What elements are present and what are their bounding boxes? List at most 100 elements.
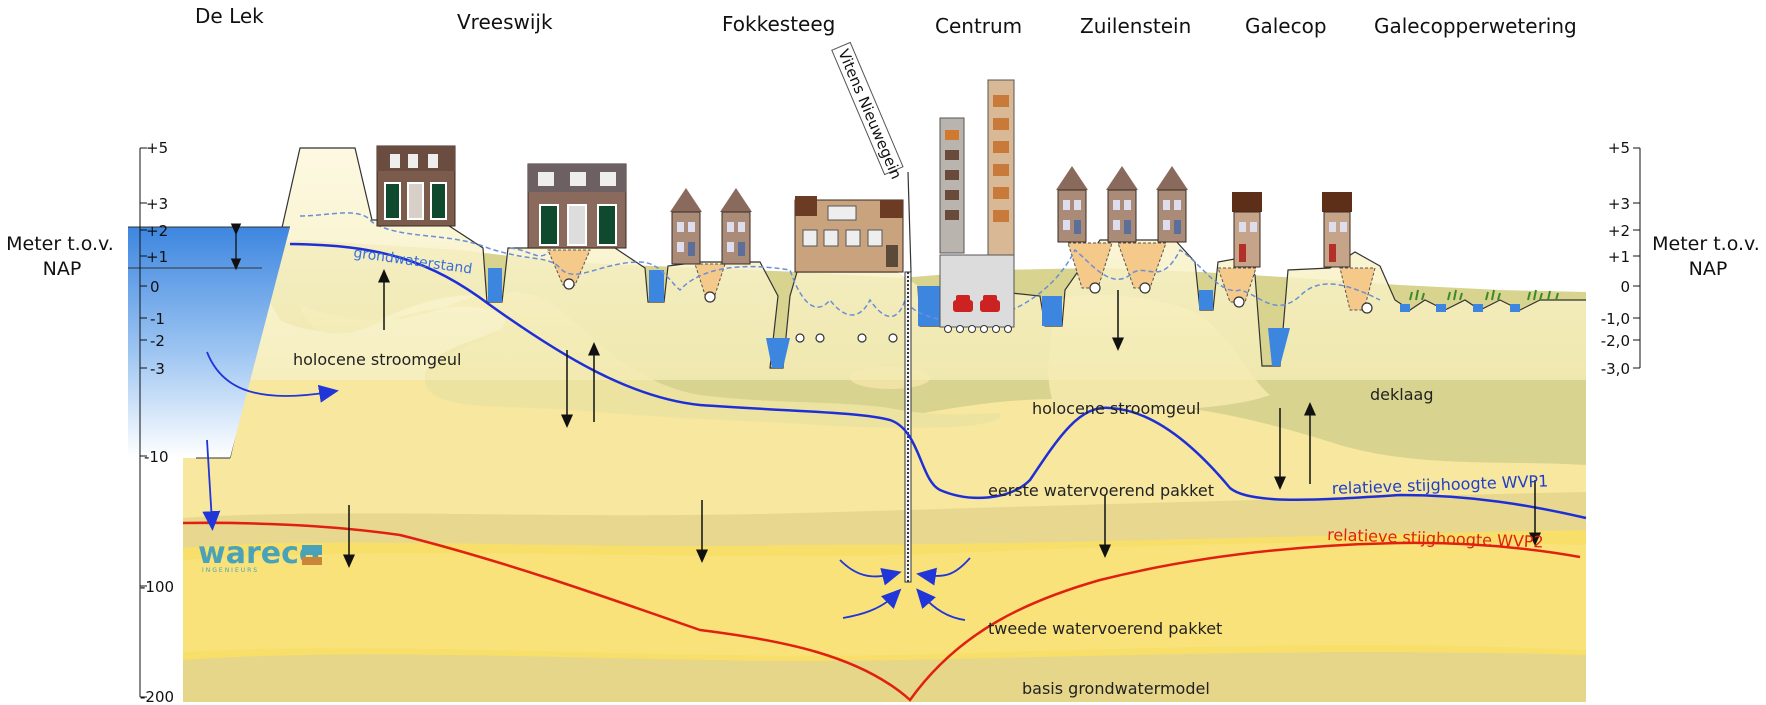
- blue-flow-arrows: [202, 351, 971, 621]
- flow-arrows: [343, 269, 1541, 568]
- groundwater-dashed-line: [299, 212, 1381, 325]
- drainage: [547, 242, 1376, 311]
- svg-text:Vitens Nieuwegein: Vitens Nieuwegein: [834, 47, 905, 182]
- ditch: [1199, 290, 1213, 310]
- label-holocene-left: holocene stroomgeul: [293, 350, 461, 369]
- right-axis-title-line1: Meter t.o.v.: [1652, 233, 1760, 255]
- wvp2-line: [182, 521, 1581, 702]
- place-galecopperwetering: Galecopperwetering: [1374, 14, 1577, 38]
- place-vreeswijk: Vreeswijk: [457, 10, 553, 34]
- left-tick-label: +2: [146, 222, 168, 240]
- house-zuilenstein-1: [1056, 166, 1088, 243]
- left-tick-label: -3: [150, 360, 165, 378]
- place-fokkesteeg: Fokkesteeg: [722, 12, 835, 36]
- label-holocene-right: holocene stroomgeul: [1032, 399, 1200, 418]
- ditch: [1510, 304, 1520, 312]
- right-tick-label: +5: [1608, 139, 1630, 157]
- house-zuilenstein-2: [1106, 166, 1138, 243]
- drain-pipe: [888, 333, 898, 343]
- logo-subtext: INGENIEURS: [202, 567, 259, 574]
- right-tick-label: +2: [1608, 222, 1630, 240]
- ditch: [766, 338, 790, 368]
- right-tick-label: -3,0: [1601, 360, 1630, 378]
- drain-trench: [547, 249, 591, 286]
- left-tick-label: -2: [150, 332, 165, 350]
- place-de-lek: De Lek: [195, 4, 264, 28]
- house-fokkesteeg-1: [670, 188, 702, 265]
- grass: [1409, 289, 1559, 301]
- right-tick-label: 0: [1620, 278, 1630, 296]
- river-water: [128, 227, 290, 458]
- left-tick-label: +1: [146, 248, 168, 266]
- label-deklaag: deklaag: [1370, 385, 1433, 404]
- drain-pipe: [815, 333, 825, 343]
- right-tick-label: +3: [1608, 195, 1630, 213]
- drain-pipe: [857, 333, 867, 343]
- left-tick-label: -200: [140, 688, 174, 705]
- right-axis-title-line2: NAP: [1689, 258, 1728, 280]
- logo-text: wareco: [198, 536, 320, 571]
- ditch: [1436, 304, 1446, 312]
- drain-pipes: [563, 278, 1373, 343]
- ditch: [1042, 296, 1062, 326]
- ditch: [918, 286, 940, 326]
- tower-centrum-2: [987, 79, 1015, 256]
- houses: [376, 79, 1559, 333]
- left-axis-title-line1: Meter t.o.v.: [6, 233, 114, 255]
- house-zuilenstein-3: [1156, 166, 1188, 243]
- drain-pipe: [1139, 282, 1151, 294]
- label-basis: basis grondwatermodel: [1022, 679, 1210, 698]
- left-tick-label: 0: [150, 278, 160, 296]
- left-tick-label: -10: [144, 448, 169, 466]
- right-axis: +5 +3 +2 +1 0 -1,0 -2,0 -3,0 Meter t.o.v…: [1601, 139, 1760, 378]
- ditch: [1268, 328, 1290, 366]
- house-galecop-2: [1322, 192, 1352, 268]
- basis-band: [183, 652, 1586, 702]
- label-tweede-wvp: tweede watervoerend pakket: [988, 619, 1222, 638]
- house-galecop-1: [1232, 192, 1262, 268]
- drain-pipe: [795, 333, 805, 343]
- place-galecop: Galecop: [1245, 14, 1327, 38]
- tweede-wvp-layer: [183, 542, 1586, 656]
- groundwater-vreeswijk-dashed: [509, 247, 549, 257]
- left-tick-label: -1: [150, 310, 165, 328]
- left-axis: +5 +3 +2 +1 0 -1 -2 -3 -10 -100 -200 Met…: [6, 139, 174, 705]
- well-inflow-arrow: [842, 588, 902, 619]
- drain-pipe: [704, 291, 716, 303]
- drain-pipe: [1089, 282, 1101, 294]
- infiltration-arrow: [206, 351, 339, 403]
- car-icon: [980, 295, 1000, 312]
- ditch: [488, 268, 502, 302]
- right-tick-label: +1: [1608, 248, 1630, 266]
- house-fokkesteeg-2: [720, 188, 752, 265]
- house-fokkesteeg-row: [794, 196, 904, 273]
- drain-trench: [1217, 267, 1257, 303]
- house-vreeswijk-1: [376, 145, 456, 227]
- drain-trench: [1339, 267, 1376, 311]
- ditches: [488, 268, 1520, 368]
- holocene-channel-left: [300, 292, 1001, 428]
- right-tick-label: -1,0: [1601, 310, 1630, 328]
- scheidende-laag: [183, 490, 1586, 548]
- left-tick-label: +5: [146, 139, 168, 157]
- left-tick-label: +3: [146, 195, 168, 213]
- right-tick-label: -2,0: [1601, 332, 1630, 350]
- drain-pipe: [1361, 302, 1373, 314]
- parking-garage: [939, 254, 1015, 333]
- ditch: [1400, 304, 1410, 312]
- car-icon: [953, 295, 973, 312]
- river-de-lek: [128, 223, 290, 459]
- left-axis-title-line2: NAP: [43, 258, 82, 280]
- house-vreeswijk-2: [527, 163, 627, 249]
- place-centrum: Centrum: [935, 14, 1022, 38]
- place-names: De Lek Vreeswijk Fokkesteeg Centrum Zuil…: [195, 4, 1577, 38]
- tower-centrum-1: [939, 117, 965, 254]
- infiltration-arrow: [202, 439, 221, 531]
- ditch: [649, 270, 664, 302]
- left-tick-label: -100: [140, 578, 174, 596]
- well-inflow-arrow: [916, 557, 971, 586]
- place-zuilenstein: Zuilenstein: [1080, 14, 1191, 38]
- well-inflow-arrow: [916, 588, 966, 621]
- wareco-logo: wareco INGENIEURS: [198, 536, 322, 574]
